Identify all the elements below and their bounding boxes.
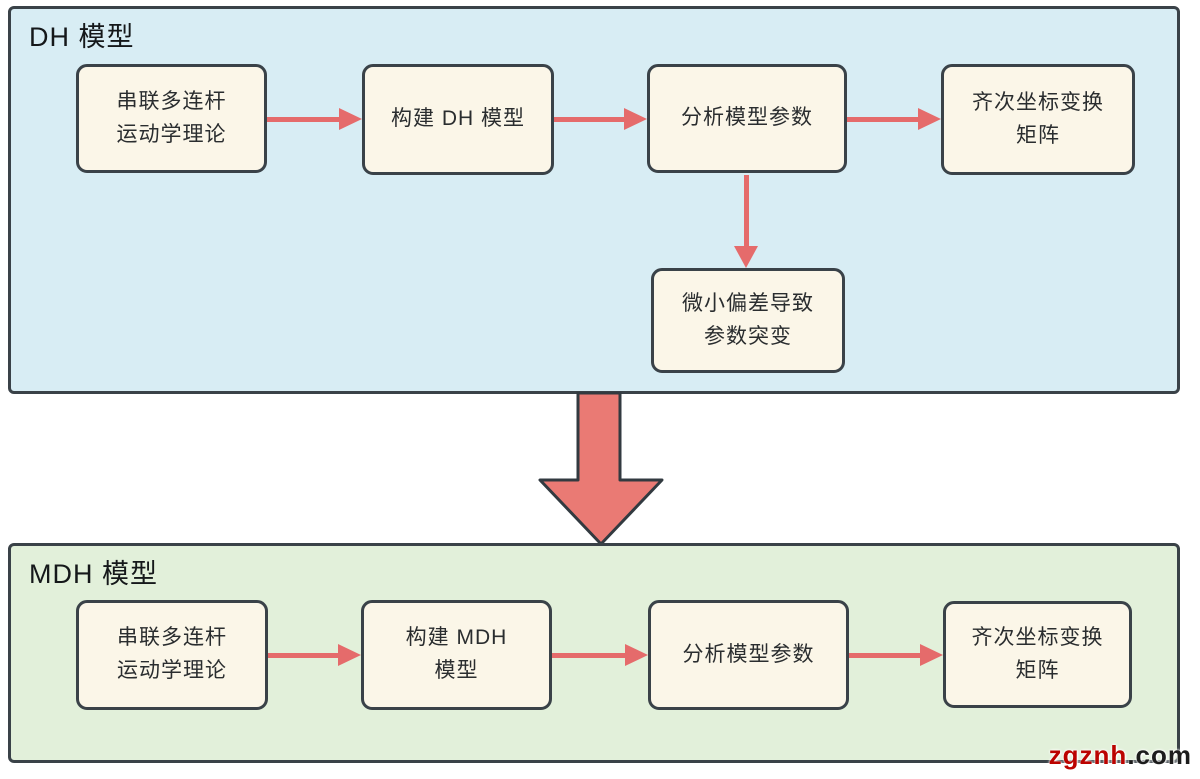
arrow-shaft <box>267 116 342 122</box>
arrow-down-icon <box>733 175 759 268</box>
arrow-head <box>918 108 941 130</box>
arrow-shaft <box>268 652 341 658</box>
watermark: zgznh.com <box>1049 740 1192 771</box>
arrow-right-icon <box>552 643 648 667</box>
arrow-shaft <box>554 116 627 122</box>
big-down-arrow-icon <box>538 392 664 546</box>
arrow-right-icon <box>847 107 941 131</box>
node-mdh-analyze-params: 分析模型参数 <box>648 600 849 710</box>
mdh-model-title: MDH 模型 <box>29 559 158 589</box>
node-mdh-homogeneous-matrix: 齐次坐标变换 矩阵 <box>943 601 1132 708</box>
dh-model-title: DH 模型 <box>29 22 135 52</box>
node-mdh-build-model: 构建 MDH 模型 <box>361 600 552 710</box>
arrow-head <box>734 246 758 268</box>
arrow-head <box>624 108 647 130</box>
node-dh-build-model: 构建 DH 模型 <box>362 64 554 175</box>
arrow-head <box>338 644 361 666</box>
watermark-suffix: .com <box>1127 740 1192 770</box>
watermark-brand: zgznh <box>1048 740 1128 770</box>
arrow-right-icon <box>554 107 647 131</box>
arrow-shaft <box>552 652 628 658</box>
arrow-shaft <box>849 652 923 658</box>
node-mdh-kinematics-theory: 串联多连杆 运动学理论 <box>76 600 268 710</box>
node-dh-kinematics-theory: 串联多连杆 运动学理论 <box>76 64 267 173</box>
arrow-head <box>625 644 648 666</box>
arrow-shaft <box>743 175 749 250</box>
node-dh-analyze-params: 分析模型参数 <box>647 64 847 173</box>
arrow-head <box>920 644 943 666</box>
node-dh-deviation-mutation: 微小偏差导致 参数突变 <box>651 268 845 373</box>
arrow-right-icon <box>849 643 943 667</box>
node-dh-homogeneous-matrix: 齐次坐标变换 矩阵 <box>941 64 1135 175</box>
arrow-head <box>339 108 362 130</box>
arrow-right-icon <box>267 107 362 131</box>
arrow-right-icon <box>268 643 361 667</box>
arrow-shaft <box>847 116 921 122</box>
